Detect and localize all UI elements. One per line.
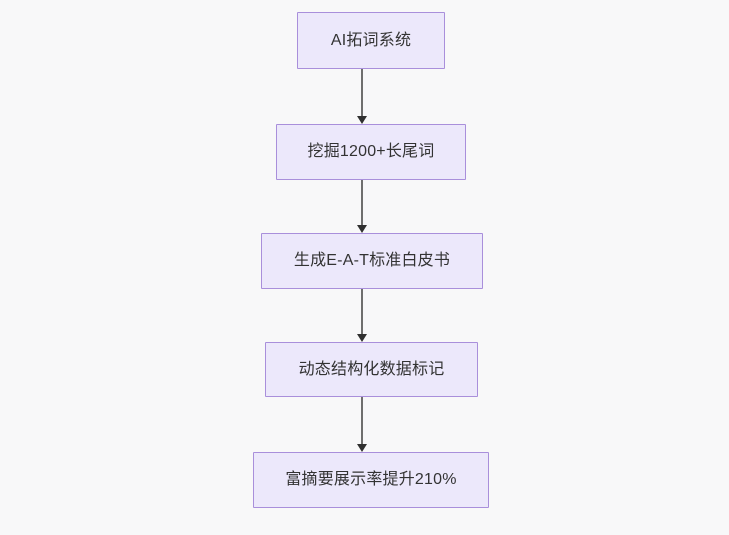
connector-line bbox=[361, 289, 363, 335]
flow-node-generate-eat-whitepaper[interactable]: 生成E-A-T标准白皮书 bbox=[261, 233, 483, 289]
arrowhead-icon bbox=[357, 225, 367, 233]
flow-node-label: 挖掘1200+长尾词 bbox=[307, 143, 435, 161]
flow-connector-1 bbox=[353, 69, 371, 124]
arrowhead-icon bbox=[357, 444, 367, 452]
flow-node-rich-snippet-impression-lift[interactable]: 富摘要展示率提升210% bbox=[253, 452, 489, 508]
flow-node-label: 动态结构化数据标记 bbox=[298, 360, 445, 378]
arrowhead-icon bbox=[357, 116, 367, 124]
flow-node-mine-longtail-keywords[interactable]: 挖掘1200+长尾词 bbox=[276, 124, 466, 180]
flow-connector-4 bbox=[353, 397, 371, 452]
arrowhead-icon bbox=[357, 334, 367, 342]
flow-node-ai-keyword-system[interactable]: AI拓词系统 bbox=[297, 12, 445, 69]
connector-line bbox=[361, 397, 363, 445]
flow-node-dynamic-structured-data-markup[interactable]: 动态结构化数据标记 bbox=[265, 342, 478, 397]
flow-node-label: 生成E-A-T标准白皮书 bbox=[293, 252, 451, 270]
connector-line bbox=[361, 180, 363, 226]
connector-line bbox=[361, 69, 363, 117]
flow-node-label: AI拓词系统 bbox=[330, 31, 412, 49]
flow-connector-2 bbox=[353, 180, 371, 233]
flow-connector-3 bbox=[353, 289, 371, 342]
flow-node-label: 富摘要展示率提升210% bbox=[285, 471, 457, 489]
